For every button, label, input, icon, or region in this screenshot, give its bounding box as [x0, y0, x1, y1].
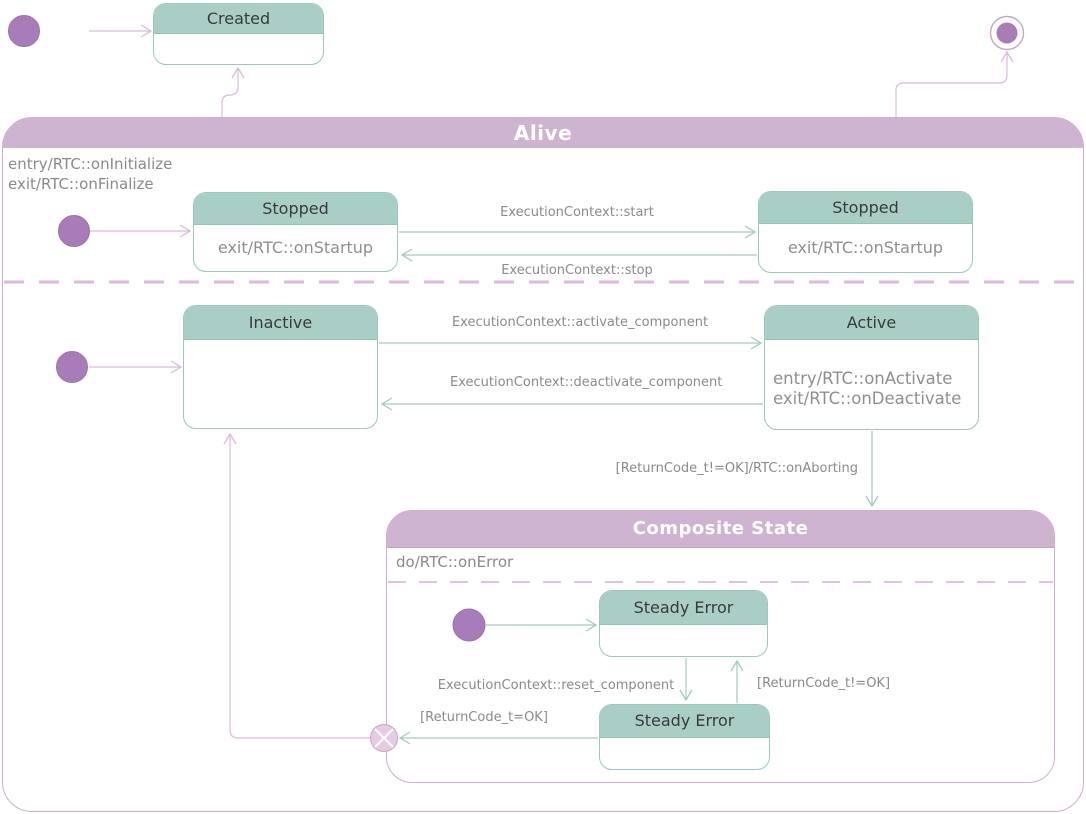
state-stopped-left[interactable]: Stopped exit/RTC::onStartup	[193, 192, 398, 272]
alive-title: Alive	[3, 118, 1083, 148]
state-stopped-right-title: Stopped	[759, 192, 972, 224]
label-error-retry: [ReturnCode_t!=OK]	[757, 676, 891, 691]
state-steady-error-top[interactable]: Steady Error	[599, 590, 768, 657]
composite-state-title: Composite State	[387, 511, 1054, 548]
composite-do-action: do/RTC::onError	[396, 553, 514, 571]
state-active-title: Active	[765, 306, 978, 340]
final-state-node[interactable]	[989, 15, 1025, 51]
label-reset: ExecutionContext::reset_component	[437, 678, 675, 693]
initial-state-node-top[interactable]	[8, 15, 40, 47]
state-inactive[interactable]: Inactive	[183, 305, 378, 429]
label-aborting: [ReturnCode_t!=OK]/RTC::onAborting	[615, 461, 858, 476]
state-steady-error-top-title: Steady Error	[600, 591, 767, 625]
state-stopped-left-body: exit/RTC::onStartup	[217, 238, 374, 257]
transition-alive-to-final	[895, 50, 1014, 117]
transition-alive-to-created	[221, 66, 245, 117]
state-stopped-right[interactable]: Stopped exit/RTC::onStartup	[758, 191, 973, 273]
state-stopped-left-title: Stopped	[194, 193, 397, 225]
label-start: ExecutionContext::start	[500, 205, 654, 220]
label-stop: ExecutionContext::stop	[501, 263, 653, 278]
state-created-title: Created	[154, 4, 323, 34]
label-deactivate: ExecutionContext::deactivate_component	[450, 375, 723, 390]
active-entry-action: entry/RTC::onActivate	[773, 369, 953, 388]
state-stopped-right-body: exit/RTC::onStartup	[787, 238, 944, 257]
state-created[interactable]: Created	[153, 3, 324, 65]
state-steady-error-bottom[interactable]: Steady Error	[599, 704, 770, 770]
label-activate: ExecutionContext::activate_component	[451, 315, 709, 330]
state-steady-error-bottom-title: Steady Error	[600, 705, 769, 738]
alive-entry-action: entry/RTC::onInitialize	[8, 155, 173, 173]
state-inactive-title: Inactive	[184, 306, 377, 340]
alive-exit-action: exit/RTC::onFinalize	[8, 175, 154, 193]
active-exit-action: exit/RTC::onDeactivate	[773, 389, 962, 408]
label-error-recovered: [ReturnCode_t=OK]	[420, 710, 548, 725]
